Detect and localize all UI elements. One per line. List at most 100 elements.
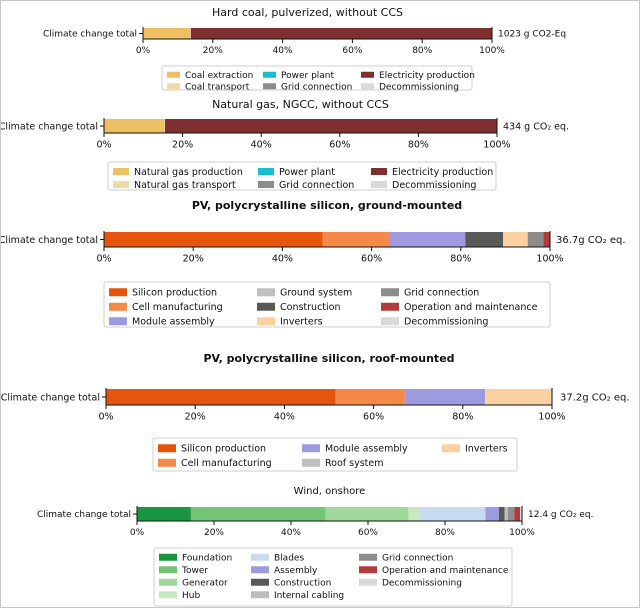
chart-panel: PV, polycrystalline silicon, roof-mounte… (1, 352, 630, 472)
legend-label: Coal transport (185, 82, 250, 92)
category-label: Climate change total (1, 235, 98, 246)
legend-label: Generator (182, 578, 228, 588)
total-label: 37.2g CO₂ eq. (560, 392, 630, 403)
bar-segment-blades (419, 507, 486, 521)
legend-swatch (381, 302, 399, 311)
x-tick-label: 100% (536, 254, 563, 265)
legend-label: Inverters (280, 317, 323, 328)
chart-title: Hard coal, pulverized, without CCS (212, 6, 403, 19)
legend-swatch (158, 444, 176, 453)
legend-swatch (361, 71, 374, 78)
legend-label: Grid connection (279, 180, 354, 191)
x-tick-label: 0% (130, 528, 145, 538)
legend-swatch (113, 181, 129, 188)
legend-swatch (442, 444, 460, 453)
legend-swatch (263, 83, 276, 90)
legend-label: Decommissioning (404, 317, 488, 328)
x-tick-label: 0% (136, 46, 151, 56)
legend-label: Hub (182, 591, 200, 601)
x-tick-label: 0% (96, 140, 111, 151)
bar-segment-silicon-production (104, 232, 323, 247)
x-tick-label: 60% (329, 140, 350, 151)
category-label: Climate change total (37, 510, 131, 520)
legend-swatch (158, 458, 176, 467)
legend-swatch (381, 317, 399, 326)
legend-label: Decommissioning (379, 82, 459, 92)
bar-segment-electricity-production (164, 119, 498, 133)
x-tick-label: 80% (452, 412, 473, 423)
legend-swatch (359, 566, 377, 574)
x-tick-label: 100% (483, 140, 510, 151)
total-label: 434 g CO₂ eq. (503, 121, 569, 132)
category-label: Climate change total (43, 30, 137, 40)
bar-segment-module-assembly (389, 232, 466, 247)
total-label: 36.7g CO₂ eq. (556, 235, 626, 246)
bar-segment-foundation (137, 507, 191, 521)
x-tick-label: 40% (273, 46, 293, 56)
legend-swatch (113, 168, 129, 175)
legend-swatch (359, 578, 377, 586)
legend-swatch (371, 168, 387, 175)
legend-label: Decommissioning (382, 578, 462, 588)
bar-segment-operation-and-maintenance (543, 232, 550, 247)
legend-swatch (359, 553, 377, 561)
legend-label: Construction (280, 302, 341, 313)
legend-label: Roof system (325, 458, 384, 469)
legend-label: Electricity production (392, 167, 493, 178)
legend-label: Power plant (281, 71, 335, 81)
chart-title: Wind, onshore (294, 486, 366, 497)
bar-segment-construction (498, 507, 505, 521)
legend-swatch (371, 181, 387, 188)
bar-segment-cell-manufacturing (335, 389, 405, 405)
x-tick-label: 0% (96, 254, 111, 265)
legend-label: Tower (181, 566, 208, 576)
legend-swatch (109, 302, 127, 311)
chart-title: PV, polycrystalline silicon, ground-moun… (192, 199, 462, 212)
bar-segment-hub (408, 507, 420, 521)
legend-label: Power plant (279, 167, 335, 178)
bar-segment-assembly (485, 507, 499, 521)
legend-swatch (159, 591, 177, 599)
legend-label: Grid connection (281, 82, 352, 92)
bar-segment-decommissioning (520, 507, 522, 521)
total-label: 1023 g CO2-Eq (498, 30, 566, 40)
legend-label: Coal extraction (185, 71, 253, 81)
chart-title: Natural gas, NGCC, without CCS (212, 98, 389, 111)
legend-box (153, 547, 513, 607)
legend-box (161, 65, 473, 91)
x-tick-label: 20% (183, 254, 204, 265)
legend-label: Silicon production (132, 288, 217, 299)
legend-label: Grid connection (382, 553, 453, 563)
legend-swatch (257, 288, 275, 297)
legend-label: Module assembly (325, 444, 408, 455)
bar-segment-tower (190, 507, 326, 521)
x-tick-label: 60% (361, 254, 382, 265)
bar-segment-grid-connection (527, 232, 544, 247)
x-tick-label: 80% (450, 254, 471, 265)
legend-swatch (251, 591, 269, 599)
legend-swatch (109, 288, 127, 297)
bar-segment-inverters (485, 389, 552, 405)
x-tick-label: 40% (251, 140, 272, 151)
bar-segment-module-assembly (404, 389, 486, 405)
legend-box (152, 437, 518, 472)
category-label: Climate change total (1, 392, 100, 403)
legend-swatch (109, 317, 127, 326)
total-label: 12.4 g CO₂ eq. (528, 510, 593, 520)
legend-swatch (258, 168, 274, 175)
bar-segment-construction (465, 232, 504, 247)
bar-segment-electricity-production (190, 28, 493, 39)
x-tick-label: 60% (342, 46, 362, 56)
legend-box (107, 161, 497, 191)
legend-swatch (251, 578, 269, 586)
legend-swatch (302, 444, 320, 453)
bar-segment-grid-connection (507, 507, 515, 521)
x-tick-label: 40% (274, 412, 295, 423)
legend-swatch (381, 288, 399, 297)
legend-label: Grid connection (404, 288, 479, 299)
legend-swatch (159, 566, 177, 574)
x-tick-label: 20% (185, 412, 206, 423)
